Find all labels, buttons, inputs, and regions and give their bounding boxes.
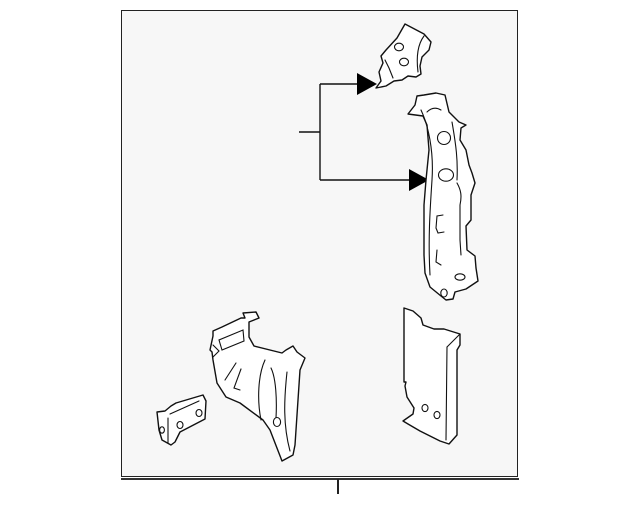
reference-stub-line — [337, 479, 339, 494]
apron-bracket-part[interactable] — [209, 311, 306, 462]
arrowhead-upper — [357, 73, 377, 95]
curved-reinforcement-part[interactable] — [407, 92, 479, 301]
front-extension-panel-part[interactable] — [402, 307, 461, 445]
small-mounting-plate-part[interactable] — [156, 394, 207, 446]
upper-bracket-part[interactable] — [375, 23, 432, 89]
arrowhead-lower — [409, 169, 429, 191]
leader-bracket — [299, 73, 429, 191]
frame-bottom-rule — [121, 478, 519, 480]
